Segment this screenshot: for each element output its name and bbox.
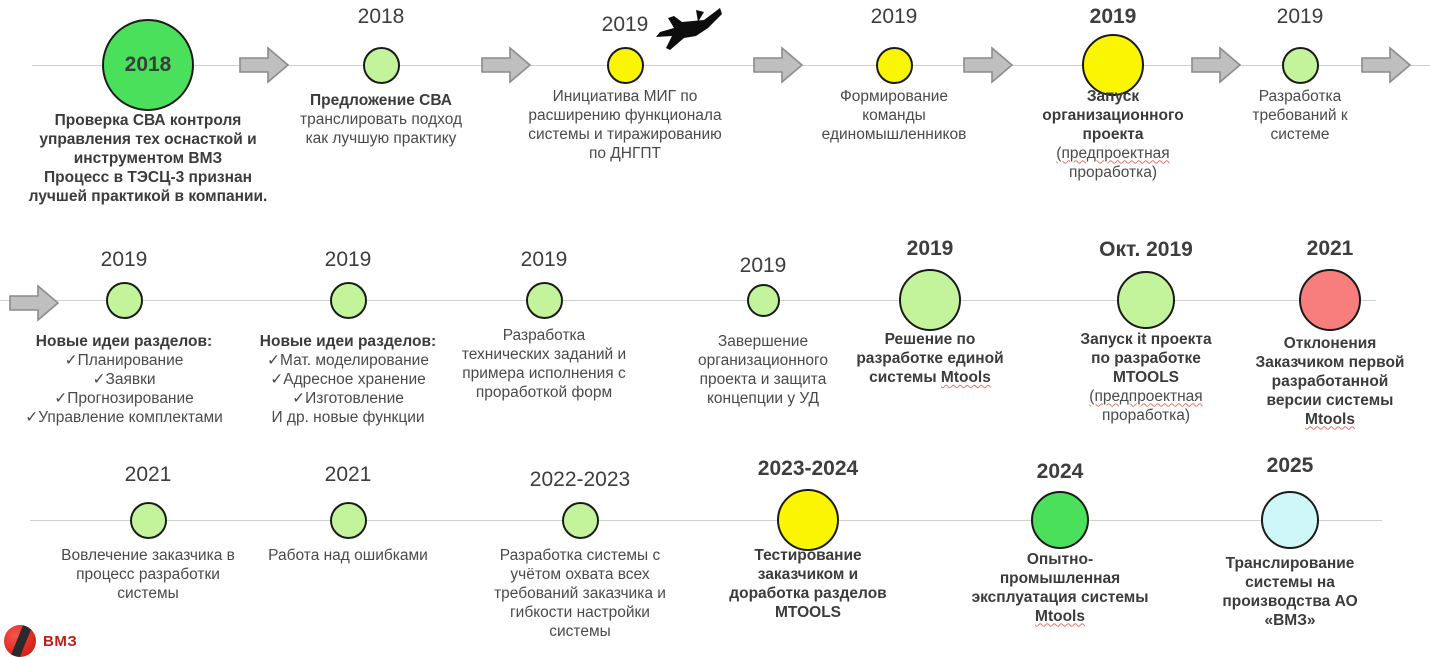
timeline-node-year: 2022-2023 [529,468,631,491]
timeline-node-year: 2019 [739,254,787,277]
timeline-node-year: 2021 [324,463,372,486]
timeline-node-year: 2018 [357,5,405,28]
timeline-node-year: 2019 [870,5,918,28]
right-block-arrow-icon [1190,45,1242,85]
timeline-node-year: 2019 [906,237,954,260]
timeline-node-year: 2023-2024 [757,457,859,480]
timeline-node-description: Работа над ошибками [268,547,428,564]
vmz-logo: ВМЗ [4,625,144,657]
timeline-node-year: 2024 [1036,460,1084,483]
timeline-node-year: 2019 [324,248,372,271]
timeline-node-year: 2019 [601,13,649,36]
fighter-jet-icon [652,6,726,54]
timeline-node-dot[interactable] [746,283,780,317]
vmz-logo-text: ВМЗ [43,632,78,650]
timeline-node-dot[interactable] [899,269,961,331]
timeline-node-year: 2025 [1266,454,1314,477]
timeline-node-dot[interactable] [606,46,644,84]
timeline-node-dot[interactable] [129,501,167,539]
timeline-node-dot[interactable] [1082,34,1144,96]
vmz-logo-mark [4,625,36,657]
right-block-arrow-icon [480,45,532,85]
timeline-node-year: 2019 [1276,5,1324,28]
timeline-node-dot[interactable] [105,281,143,319]
timeline-node-description: Новые идеи разделов:✓Планирование✓Заявки… [25,333,223,426]
timeline-node-dot[interactable]: 2018 [102,19,194,111]
timeline-node-dot[interactable] [329,501,367,539]
timeline-node-dot[interactable] [1031,491,1089,549]
timeline-node-year: 2019 [520,248,568,271]
timeline-node-dot[interactable] [777,489,839,551]
timeline-node-dot[interactable] [525,281,563,319]
timeline-node-year: 2021 [124,463,172,486]
timeline-node-dot[interactable] [1261,491,1319,549]
timeline-node-dot[interactable] [329,281,367,319]
timeline-node-dot[interactable] [875,46,913,84]
timeline-node-description: Новые идеи разделов:✓Мат. моделирование✓… [259,333,437,426]
right-block-arrow-icon [752,45,804,85]
timeline-node-year: 2019 [100,248,148,271]
right-block-arrow-icon [238,45,290,85]
timeline-baseline [0,300,1376,301]
right-block-arrow-icon [1360,45,1412,85]
right-block-arrow-icon [962,45,1014,85]
right-block-arrow-icon [8,283,60,323]
timeline-node-dot[interactable] [1299,269,1361,331]
timeline-node-year: Окт. 2019 [1099,238,1193,261]
timeline-node-dot[interactable] [561,501,599,539]
timeline-node-dot[interactable] [1117,271,1175,329]
timeline-baseline [32,65,1430,66]
timeline-node-dot[interactable] [1281,46,1319,84]
timeline-baseline [30,520,1382,521]
timeline-node-year: 2021 [1306,237,1354,260]
timeline-node-dot[interactable] [362,46,400,84]
timeline-node-year: 2019 [1089,5,1137,28]
